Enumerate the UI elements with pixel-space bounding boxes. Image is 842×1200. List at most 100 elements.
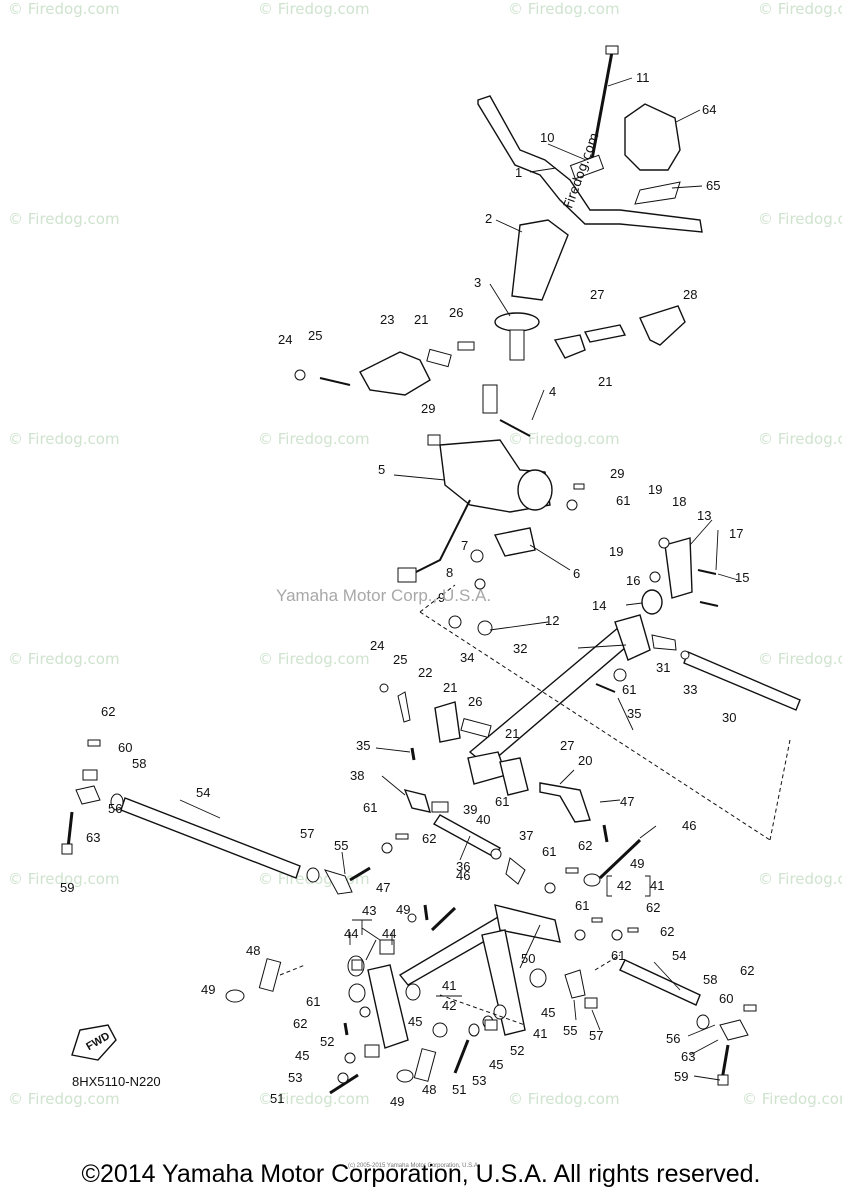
callout-17: 17: [729, 526, 743, 541]
watermark: © Firedog.com: [758, 650, 842, 668]
watermark: © Firedog.com: [8, 430, 120, 448]
callout-62-e: 62: [660, 924, 674, 939]
callout-45-a: 45: [408, 1014, 422, 1029]
callout-54-b: 54: [672, 948, 686, 963]
callout-41-c: 41: [533, 1026, 547, 1041]
callout-18: 18: [672, 494, 686, 509]
callout-47-a: 47: [620, 794, 634, 809]
callout-22: 22: [418, 665, 432, 680]
callout-48-b: 48: [422, 1082, 436, 1097]
watermark: © Firedog.com: [758, 430, 842, 448]
callout-35-b: 35: [356, 738, 370, 753]
callout-61-h: 61: [306, 994, 320, 1009]
diagram-code: 8HX5110-N220: [72, 1074, 161, 1089]
callout-45-d: 45: [541, 1005, 555, 1020]
watermark: © Firedog.com: [8, 870, 120, 888]
callout-57-b: 57: [589, 1028, 603, 1043]
callout-43: 43: [362, 903, 376, 918]
callout-55-a: 55: [334, 838, 348, 853]
callout-37: 37: [519, 828, 533, 843]
callout-62-d: 62: [646, 900, 660, 915]
callout-21-b: 21: [598, 374, 612, 389]
watermark: © Firedog.com: [258, 0, 370, 18]
callout-52-a: 52: [320, 1034, 334, 1049]
watermark: © Firedog.com: [8, 1090, 120, 1108]
callout-29-a: 29: [421, 401, 435, 416]
leader-lines: [179, 77, 739, 1081]
bracket-group: [641, 537, 719, 615]
callout-62-c: 62: [578, 838, 592, 853]
watermark: © Firedog.com: [258, 430, 370, 448]
callout-58-b: 58: [703, 972, 717, 987]
callout-62-f: 62: [293, 1016, 307, 1031]
callout-58-a: 58: [132, 756, 146, 771]
callout-24-b: 24: [370, 638, 384, 653]
callout-23: 23: [380, 312, 394, 327]
watermark: © Firedog.com: [508, 430, 620, 448]
callout-21-a: 21: [414, 312, 428, 327]
callout-21-c: 21: [443, 680, 457, 695]
callout-60-b: 60: [719, 991, 733, 1006]
callout-65: 65: [706, 178, 720, 193]
callout-7: 7: [461, 538, 468, 553]
callout-26-a: 26: [449, 305, 463, 320]
callouts: 1 2 3 4 5 6 7 8 9 10 11 12 13 14 15 16 1…: [60, 70, 754, 1109]
watermark: © Firedog.com: [8, 650, 120, 668]
callout-49-c: 49: [201, 982, 215, 997]
callout-19-upper: 19: [648, 482, 662, 497]
watermark: © Firedog.com: [8, 210, 120, 228]
callout-11: 11: [636, 70, 650, 85]
watermark: © Firedog.com: [758, 0, 842, 18]
callout-56-b: 56: [666, 1031, 680, 1046]
callout-60-a: 60: [118, 740, 132, 755]
callout-49-b: 49: [396, 902, 410, 917]
callout-61-b: 61: [616, 493, 630, 508]
watermark-grid: © Firedog.com © Firedog.com © Firedog.co…: [8, 0, 842, 1108]
callout-50: 50: [521, 951, 535, 966]
callout-44-a: 44: [344, 926, 358, 941]
tie-rod-left: [61, 739, 409, 895]
callout-9: 9: [438, 590, 445, 605]
yamaha-watermark: Yamaha Motor Corp., U.S.A.: [276, 586, 491, 605]
callout-40: 40: [476, 812, 490, 827]
callout-3: 3: [474, 275, 481, 290]
callout-33: 33: [683, 682, 697, 697]
callout-45-b: 45: [295, 1048, 309, 1063]
fwd-arrow-icon: FWD: [71, 1024, 117, 1061]
callout-62-g: 62: [740, 963, 754, 978]
callout-48-a: 48: [246, 943, 260, 958]
callout-61-e: 61: [542, 844, 556, 859]
callout-64: 64: [702, 102, 716, 117]
callout-30: 30: [722, 710, 736, 725]
callout-31: 31: [656, 660, 670, 675]
callout-41-a: 41: [650, 878, 664, 893]
callout-38: 38: [350, 768, 364, 783]
shift-shaft-assembly: [419, 584, 801, 841]
callout-61-a: 61: [622, 682, 636, 697]
callout-20: 20: [578, 753, 592, 768]
callout-49-d: 49: [390, 1094, 404, 1109]
callout-61-d: 61: [363, 800, 377, 815]
callout-53-a: 53: [288, 1070, 302, 1085]
callout-39: 39: [463, 802, 477, 817]
callout-6: 6: [573, 566, 580, 581]
watermark: © Firedog.com: [758, 210, 842, 228]
callout-53-b: 53: [472, 1073, 486, 1088]
callout-42-b: 42: [442, 998, 456, 1013]
callout-1: 1: [515, 165, 522, 180]
watermark: © Firedog.com: [508, 0, 620, 18]
callout-47-b: 47: [376, 880, 390, 895]
callout-10: 10: [540, 130, 554, 145]
watermark: © Firedog.com: [758, 870, 842, 888]
callout-21-d: 21: [505, 726, 519, 741]
callout-4: 4: [549, 384, 556, 399]
callout-57-a: 57: [300, 826, 314, 841]
lower-link-assembly: [225, 824, 757, 1095]
watermark: © Firedog.com: [8, 0, 120, 18]
callout-61-f: 61: [575, 898, 589, 913]
callout-15: 15: [735, 570, 749, 585]
callout-49-a: 49: [630, 856, 644, 871]
callout-28: 28: [683, 287, 697, 302]
small-copyright: (c) 2005-2015 Yamaha Motor Corporation, …: [348, 1163, 480, 1169]
